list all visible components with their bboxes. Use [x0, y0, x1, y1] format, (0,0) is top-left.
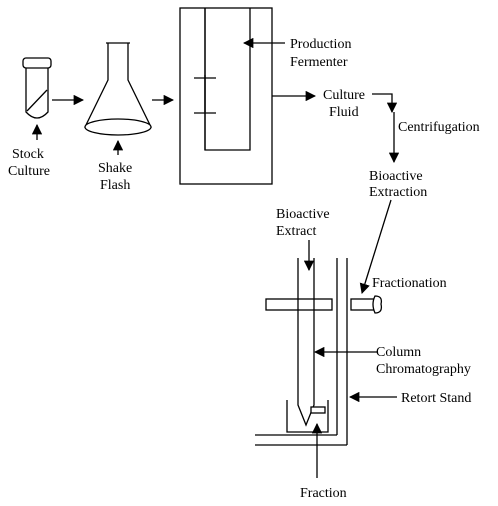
label-fraction: Fraction [300, 486, 347, 501]
label-stock-culture-2: Culture [8, 164, 50, 179]
shake-flask [84, 42, 152, 136]
label-fractionation: Fractionation [372, 276, 447, 291]
stock-culture-tube [22, 57, 52, 119]
label-column-chromatography-2: Chromatography [376, 362, 471, 377]
label-column-chromatography-1: Column [376, 345, 421, 360]
chromatography-column [286, 258, 329, 433]
label-production-fermenter-1: Production [290, 37, 351, 52]
label-bioactive-extract-1: Bioactive [276, 207, 330, 222]
label-culture-fluid-2: Fluid [329, 105, 359, 120]
column-clamp [265, 295, 383, 314]
label-production-fermenter-2: Fermenter [290, 55, 348, 70]
label-culture-fluid-1: Culture [323, 88, 365, 103]
label-retort-stand: Retort Stand [401, 391, 471, 406]
label-bioactive-extract-2: Extract [276, 224, 317, 239]
label-shake-flask-1: Shake [98, 161, 132, 176]
arrow-extraction-to-column [359, 199, 392, 294]
label-shake-flask-2: Flash [100, 178, 130, 193]
label-centrifugation: Centrifugation [398, 120, 480, 135]
label-bioactive-extraction-1: Bioactive [369, 169, 423, 184]
arrow-to-centrifugation [372, 93, 398, 114]
label-stock-culture-1: Stock [12, 147, 44, 162]
label-bioactive-extraction-2: Extraction [369, 185, 427, 200]
production-fermenter [179, 7, 273, 185]
